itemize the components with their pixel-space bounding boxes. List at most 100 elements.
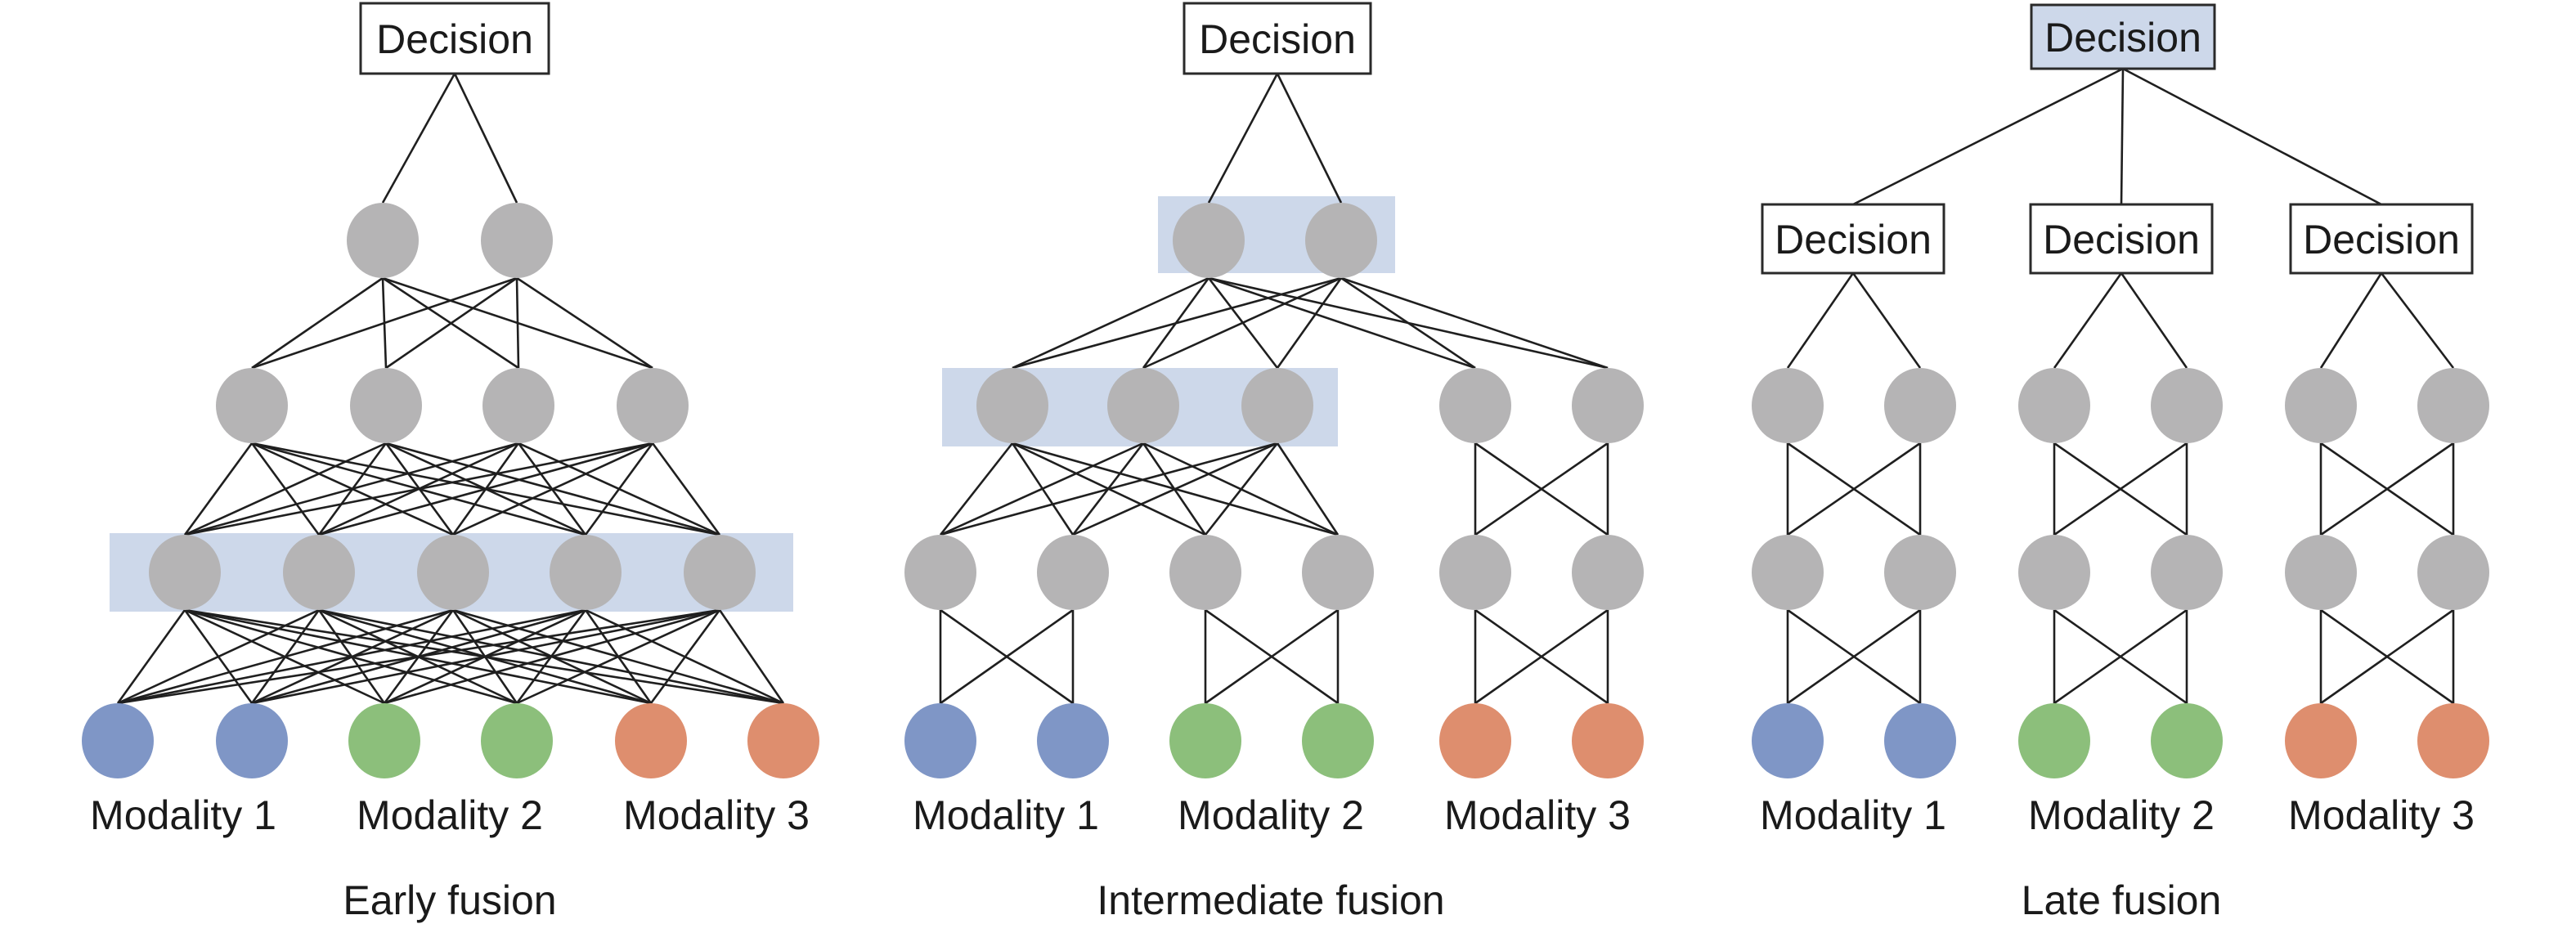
hidden-node [904,535,976,610]
modality-3-input-node [1439,703,1511,778]
hidden-node [1037,535,1109,610]
modality-1-input-node [82,703,154,778]
decision-label: Decision [1775,217,1932,262]
modality-2-input-node [1302,703,1374,778]
edge [117,608,720,705]
edge [385,276,518,370]
hidden-node [1169,535,1241,610]
hidden-node [1572,368,1644,443]
panel-caption: Intermediate fusion [1097,877,1444,923]
hidden-node [1241,368,1313,443]
decision-label: Decision [2303,217,2460,262]
edge [117,608,320,705]
edge [184,442,387,536]
hidden-node [1107,368,1179,443]
modality-3-input-node [747,703,819,778]
hidden-node [617,368,689,443]
edge [1340,276,1476,370]
edge [516,608,720,705]
decision-box [2029,203,2214,275]
edge [1205,608,1339,705]
modality-label: Modality 2 [357,792,543,838]
modality-3-input-node [615,703,687,778]
modality-label: Modality 1 [90,792,276,838]
edge [2053,442,2188,536]
hidden-node [2417,368,2489,443]
hidden-node [283,535,355,610]
edge [2380,272,2455,369]
edge [516,276,653,370]
hidden-node [350,368,422,443]
modality-2-input-node [348,703,420,778]
edge [649,609,721,704]
hidden-node [2018,535,2090,610]
hidden-node [1305,203,1377,278]
edge [940,608,1074,705]
edges [116,67,2455,705]
edge [2320,608,2454,705]
edge [184,442,653,536]
edge [1276,277,1343,369]
decision-label: Decision [376,16,533,62]
hidden-node [550,535,622,610]
hidden-node [347,203,419,278]
hidden-node [976,368,1048,443]
decision-box [2030,3,2216,70]
decision-box [1183,2,1372,75]
decision-label: Decision [2044,15,2201,61]
hidden-node [1173,203,1245,278]
modality-2-input-node [2018,703,2090,778]
modality-label: Modality 3 [1444,792,1631,838]
hidden-node [1752,368,1824,443]
edge [515,277,520,369]
edge [2053,608,2188,705]
hidden-node [2151,535,2223,610]
modality-3-input-node [1572,703,1644,778]
hidden-node [1884,535,1956,610]
edge [1474,442,1609,536]
edge [453,73,518,204]
modality-1-input-node [1752,703,1824,778]
edge [1208,276,1476,370]
modality-1-input-node [904,703,976,778]
edge [117,608,586,705]
edge [1474,608,1609,705]
modality-label: Modality 3 [2288,792,2475,838]
modality-label: Modality 3 [623,792,810,838]
edge [940,442,1144,536]
modality-label: Modality 2 [1178,792,1364,838]
modality-label: Modality 1 [913,792,1099,838]
edge [318,442,653,536]
edge [2053,272,2123,369]
hidden-node [1302,535,1374,610]
edge [1852,67,2124,206]
edge [940,442,1278,536]
edge [184,442,519,536]
edge [251,276,518,370]
edge [384,608,720,705]
hidden-node [2151,368,2223,443]
edge [584,442,654,536]
edge [452,442,653,536]
modality-3-input-node [2417,703,2489,778]
edge [1204,442,1279,536]
hidden-node [1439,535,1511,610]
edge [2122,67,2382,206]
decision-label: Decision [2043,217,2200,262]
edge [1787,608,1921,705]
modality-1-input-node [1037,703,1109,778]
hidden-node [684,535,756,610]
edge [651,442,721,536]
edge [117,608,454,705]
panel-caption: Early fusion [343,877,556,923]
edge [183,442,254,536]
edge [116,609,186,704]
hidden-node [481,203,553,278]
hidden-node [2018,368,2090,443]
hidden-node [417,535,489,610]
edge [2319,272,2383,369]
edge [2120,68,2125,205]
hidden-node [1439,368,1511,443]
